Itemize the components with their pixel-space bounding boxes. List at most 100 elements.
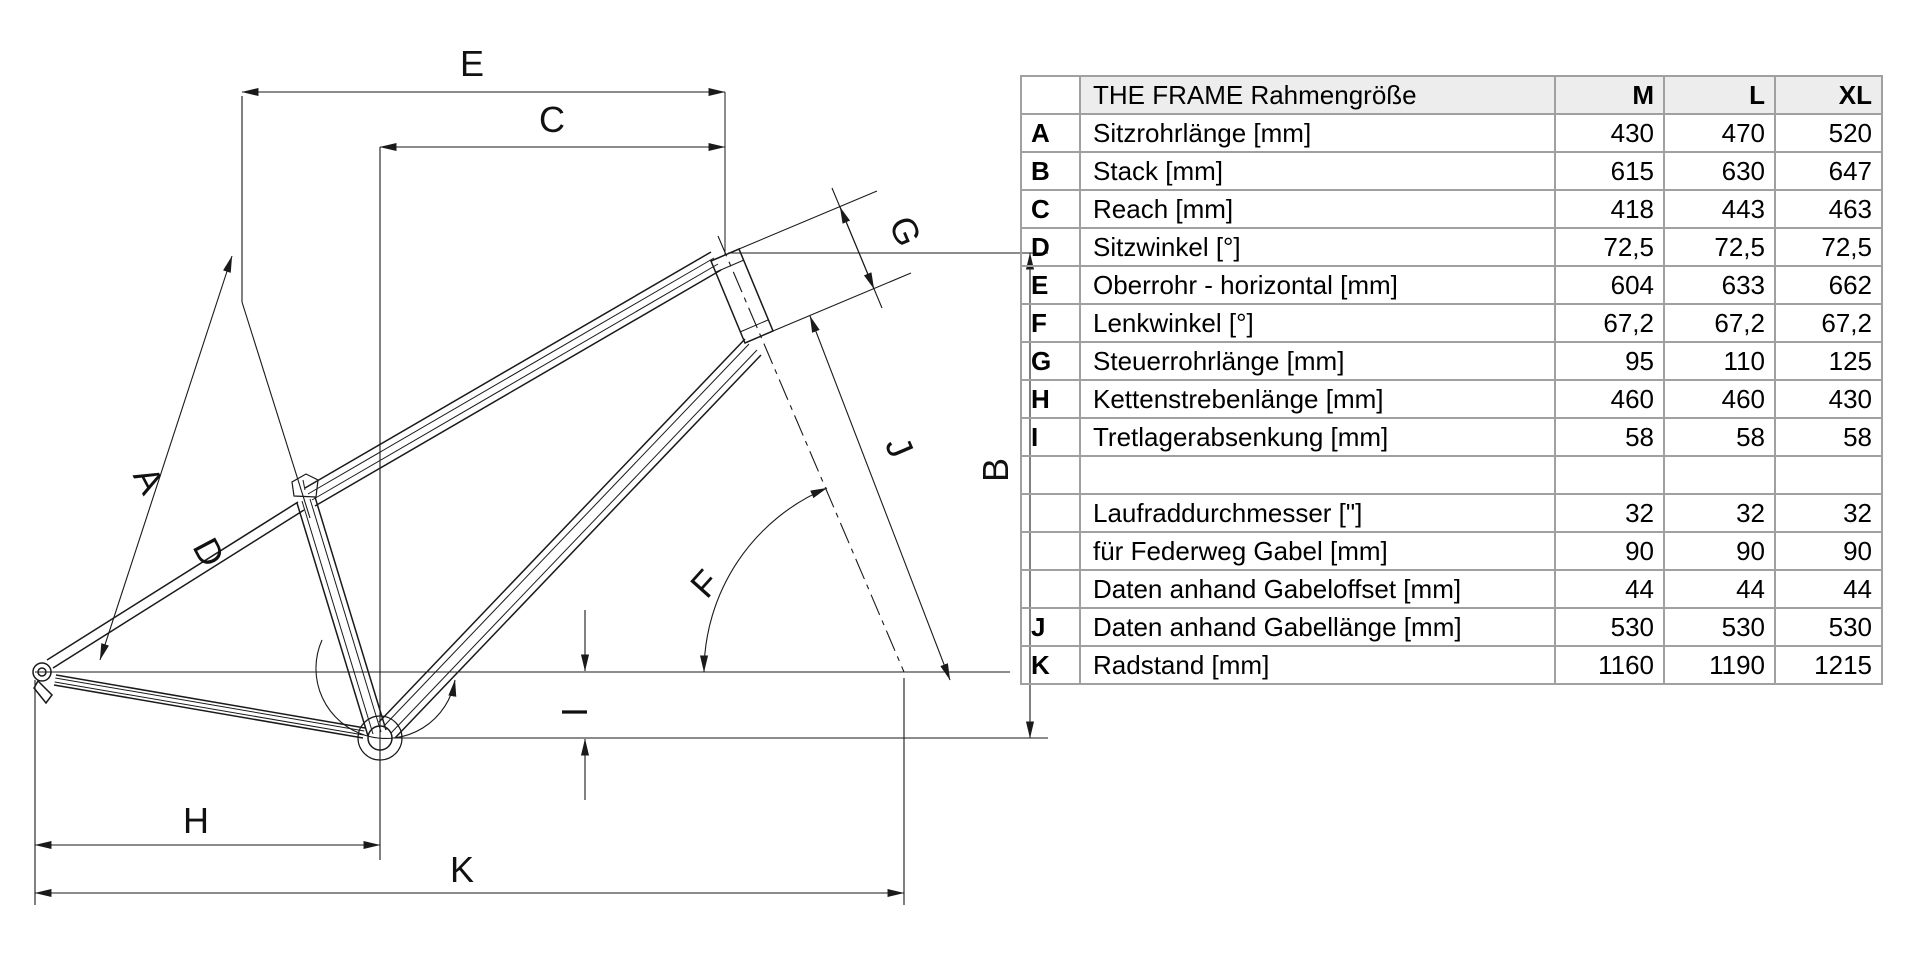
row-label: Lenkwinkel [°] [1079,303,1556,343]
bike-frame-outline [32,248,774,761]
row-label: Daten anhand Gabellänge [mm] [1079,607,1556,647]
head-tube [710,248,774,344]
row-value-xl: 44 [1774,569,1883,609]
row-value-l [1663,455,1776,495]
table-header-row: THE FRAME Rahmengröße M L XL [1020,75,1883,115]
row-label: Tretlagerabsenkung [mm] [1079,417,1556,457]
dim-label-G: G [881,210,930,252]
row-key: B [1020,151,1081,191]
row-value-m: 32 [1554,493,1665,533]
seat-clamp [291,473,319,498]
dim-arc-F [700,487,828,673]
row-value-xl: 72,5 [1774,227,1883,267]
row-label: Sitzrohrlänge [mm] [1079,113,1556,153]
row-key [1020,493,1081,533]
dim-line-A [99,255,233,661]
row-key: G [1020,341,1081,381]
row-value-l: 460 [1663,379,1776,419]
table-row [1020,455,1883,495]
row-value-m: 72,5 [1554,227,1665,267]
dimension-labels: E C H K A D G J B F I [125,43,1016,890]
size-column-l: L [1663,75,1776,115]
row-value-l: 32 [1663,493,1776,533]
row-label [1079,455,1556,495]
row-value-m: 460 [1554,379,1665,419]
row-value-l: 470 [1663,113,1776,153]
dimension-lines [34,87,1035,898]
geometry-table-header: THE FRAME Rahmengröße M L XL [1020,75,1883,115]
row-value-m: 1160 [1554,645,1665,685]
row-value-l: 58 [1663,417,1776,457]
row-value-m: 530 [1554,607,1665,647]
row-label: Oberrohr - horizontal [mm] [1079,265,1556,305]
frame-geometry-diagram: E C H K A D G J B F I [32,43,1048,905]
dim-line-G [839,206,875,290]
row-label: Steuerrohrlänge [mm] [1079,341,1556,381]
fork-centerline [717,235,905,673]
row-value-xl: 463 [1774,189,1883,229]
row-value-l: 110 [1663,341,1776,381]
dim-label-C: C [539,99,565,140]
row-label: Sitzwinkel [°] [1079,227,1556,267]
row-key: E [1020,265,1081,305]
row-label: Reach [mm] [1079,189,1556,229]
row-key: J [1020,607,1081,647]
row-key: A [1020,113,1081,153]
row-value-xl: 58 [1774,417,1883,457]
row-value-xl: 530 [1774,607,1883,647]
dim-label-I: I [554,707,595,717]
row-value-xl: 662 [1774,265,1883,305]
row-value-l: 90 [1663,531,1776,571]
row-key [1020,455,1081,495]
dim-label-K: K [450,849,474,890]
row-label: Daten anhand Gabeloffset [mm] [1079,569,1556,609]
row-key: F [1020,303,1081,343]
row-label: Kettenstrebenlänge [mm] [1079,379,1556,419]
row-value-xl: 90 [1774,531,1883,571]
row-key: C [1020,189,1081,229]
row-value-m: 95 [1554,341,1665,381]
row-value-xl: 430 [1774,379,1883,419]
row-key: K [1020,645,1081,685]
row-value-l: 44 [1663,569,1776,609]
row-value-m: 67,2 [1554,303,1665,343]
row-value-l: 67,2 [1663,303,1776,343]
row-value-m: 615 [1554,151,1665,191]
row-value-m [1554,455,1665,495]
row-value-l: 443 [1663,189,1776,229]
row-key: D [1020,227,1081,267]
row-label: Laufraddurchmesser ["] [1079,493,1556,533]
row-value-m: 430 [1554,113,1665,153]
row-value-xl: 1215 [1774,645,1883,685]
table-title: THE FRAME Rahmengröße [1079,75,1556,115]
row-value-xl: 520 [1774,113,1883,153]
row-value-m: 58 [1554,417,1665,457]
row-value-l: 530 [1663,607,1776,647]
row-label: Radstand [mm] [1079,645,1556,685]
row-key: H [1020,379,1081,419]
row-value-m: 604 [1554,265,1665,305]
row-value-l: 72,5 [1663,227,1776,267]
dim-label-D: D [185,531,233,573]
row-value-xl [1774,455,1883,495]
row-label: für Federweg Gabel [mm] [1079,531,1556,571]
dim-label-A: A [125,460,172,500]
row-value-l: 633 [1663,265,1776,305]
row-value-xl: 125 [1774,341,1883,381]
row-label: Stack [mm] [1079,151,1556,191]
dim-arc-D [315,639,457,739]
